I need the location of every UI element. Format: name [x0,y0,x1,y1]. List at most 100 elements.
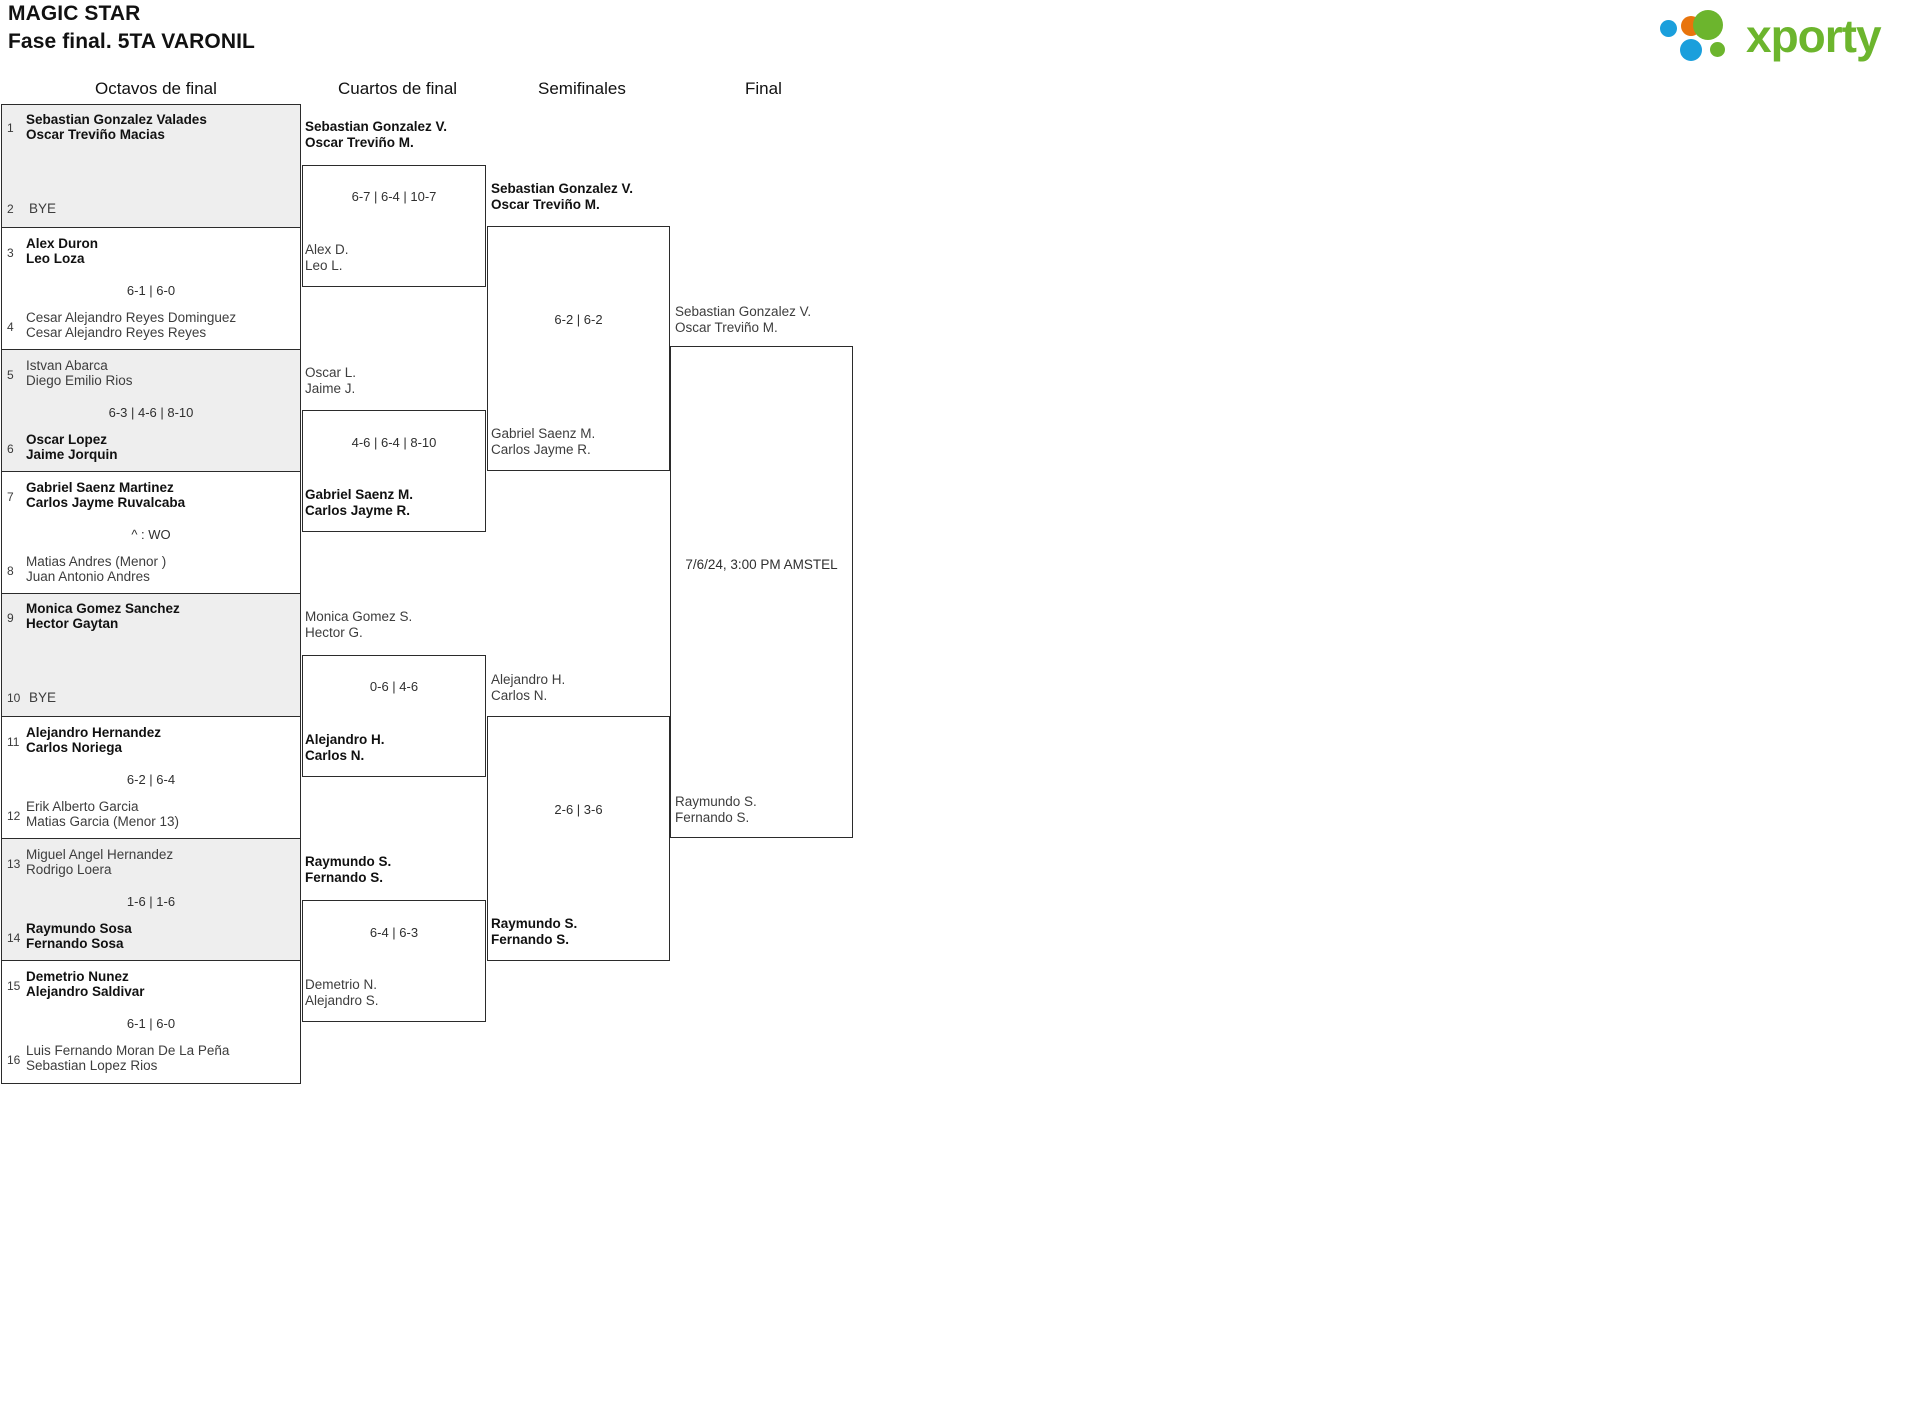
team-name: Alex Duron [26,236,99,251]
round2-team-name: Oscar Treviño M. [305,135,414,150]
round4-match-1[interactable]: 7/6/24, 3:00 PM AMSTEL [670,346,853,838]
match-score: 4-6 | 6-4 | 8-10 [351,435,437,450]
match-score: 6-1 | 6-0 [126,283,176,298]
round1-match-3[interactable]: 5 Istvan Abarca Diego Emilio Rios 6-3 | … [2,350,300,472]
round1-match-6[interactable]: 11 Alejandro Hernandez Carlos Noriega 6-… [2,717,300,839]
match-score: 1-6 | 1-6 [126,894,176,909]
round1-match-5[interactable]: 9 Monica Gomez Sanchez Hector Gaytan 10 … [2,594,300,717]
team-name: Matias Garcia (Menor 13) [26,814,180,829]
round2-match-3[interactable]: 0-6 | 4-6 [302,655,486,777]
xporty-logo: xporty [1646,6,1906,68]
match-score: 6-3 | 4-6 | 8-10 [108,405,194,420]
round4-team-name: Raymundo S. [675,794,757,809]
match-score: 6-2 | 6-4 [126,772,176,787]
team-name: Leo Loza [26,251,85,266]
tournament-title: MAGIC STAR [8,2,141,25]
team-name: Alejandro Saldivar [26,984,145,999]
round-header-semifinales: Semifinales [538,79,626,98]
seed-number: 2 [7,202,14,216]
seed-number: 11 [7,735,20,749]
round3-team-name: Oscar Treviño M. [491,197,600,212]
round2-team-name: Carlos N. [305,748,365,763]
round3-team-name: Gabriel Saenz M. [491,426,596,441]
team-name: Sebastian Gonzalez Valades [26,112,207,127]
round4-team-name: Fernando S. [675,810,750,825]
round1-match-2[interactable]: 3 Alex Duron Leo Loza 6-1 | 6-0 4 Cesar … [2,228,300,350]
round3-team-name: Carlos Jayme R. [491,442,591,457]
team-name: Oscar Lopez [26,432,108,447]
seed-number: 7 [7,490,14,504]
team-name: Carlos Noriega [26,740,123,755]
team-name: Monica Gomez Sanchez [26,601,180,616]
round1-column: 1 Sebastian Gonzalez Valades Oscar Trevi… [1,104,301,1084]
round2-team-name: Oscar L. [305,365,357,380]
match-score: 6-4 | 6-3 [369,925,419,940]
match-score: ^ : WO [131,527,171,542]
round2-team-name: Carlos Jayme R. [305,503,411,518]
round-header-octavos: Octavos de final [95,79,217,98]
round2-team-name: Alex D. [305,242,349,257]
seed-number: 4 [7,320,14,334]
team-name: Cesar Alejandro Reyes Reyes [26,325,207,340]
seed-number: 3 [7,246,14,260]
seed-number: 15 [7,979,21,993]
match-score: 2-6 | 3-6 [554,802,603,817]
round3-team-name: Alejandro H. [491,672,566,687]
round3-team-name: Fernando S. [491,932,570,947]
match-score: 0-6 | 4-6 [369,679,419,694]
seed-number: 16 [7,1053,21,1067]
match-score: 6-2 | 6-2 [554,312,603,327]
round3-match-1[interactable]: 6-2 | 6-2 [487,226,670,471]
team-name: Diego Emilio Rios [26,373,133,388]
round1-match-4[interactable]: 7 Gabriel Saenz Martinez Carlos Jayme Ru… [2,472,300,594]
round2-team-name: Alejandro H. [305,732,385,747]
round2-team-name: Fernando S. [305,870,384,885]
team-name: Hector Gaytan [26,616,119,631]
seed-number: 5 [7,368,14,382]
team-name: Istvan Abarca [26,358,108,373]
round2-team-name: Leo L. [305,258,343,273]
team-name: Juan Antonio Andres [26,569,150,584]
seed-number: 8 [7,564,14,578]
logo-wordmark: xporty [1746,10,1882,62]
logo-dots-icon [1660,10,1746,64]
team-name: Matias Andres (Menor ) [26,554,167,569]
seed-number: 10 [7,691,21,705]
round-header-cuartos: Cuartos de final [338,79,458,98]
team-name: BYE [29,690,57,705]
team-name: BYE [29,201,57,216]
team-name: Sebastian Lopez Rios [26,1058,158,1073]
round3-match-2[interactable]: 2-6 | 3-6 [487,716,670,961]
seed-number: 9 [7,611,14,625]
final-schedule: 7/6/24, 3:00 PM AMSTEL [685,557,838,572]
round4-team-name: Sebastian Gonzalez V. [675,304,812,319]
round4-team-name: Oscar Treviño M. [675,320,778,335]
team-name: Fernando Sosa [26,936,124,951]
match-score: 6-7 | 6-4 | 10-7 [351,189,437,204]
round2-team-name: Alejandro S. [305,993,379,1008]
round1-match-1[interactable]: 1 Sebastian Gonzalez Valades Oscar Trevi… [2,105,300,228]
round3-team-name: Carlos N. [491,688,548,703]
seed-number: 14 [7,931,21,945]
team-name: Raymundo Sosa [26,921,132,936]
round2-match-2[interactable]: 4-6 | 6-4 | 8-10 [302,410,486,532]
round3-team-name: Raymundo S. [491,916,578,931]
round2-team-name: Jaime J. [305,381,356,396]
team-name: Luis Fernando Moran De La Peña [26,1043,230,1058]
team-name: Carlos Jayme Ruvalcaba [26,495,186,510]
tournament-phase: Fase final. 5TA VARONIL [8,30,255,53]
round2-match-1[interactable]: 6-7 | 6-4 | 10-7 [302,165,486,287]
round2-team-name: Raymundo S. [305,854,392,869]
round2-match-4[interactable]: 6-4 | 6-3 [302,900,486,1022]
team-name: Alejandro Hernandez [26,725,162,740]
round2-team-name: Gabriel Saenz M. [305,487,414,502]
team-name: Oscar Treviño Macias [26,127,165,142]
team-name: Rodrigo Loera [26,862,112,877]
seed-number: 13 [7,857,21,871]
team-name: Erik Alberto Garcia [26,799,139,814]
round2-team-name: Monica Gomez S. [305,609,413,624]
round1-match-8[interactable]: 15 Demetrio Nunez Alejandro Saldivar 6-1… [2,961,300,1083]
team-name: Gabriel Saenz Martinez [26,480,174,495]
round1-match-7[interactable]: 13 Miguel Angel Hernandez Rodrigo Loera … [2,839,300,961]
round3-team-name: Sebastian Gonzalez V. [491,181,634,196]
